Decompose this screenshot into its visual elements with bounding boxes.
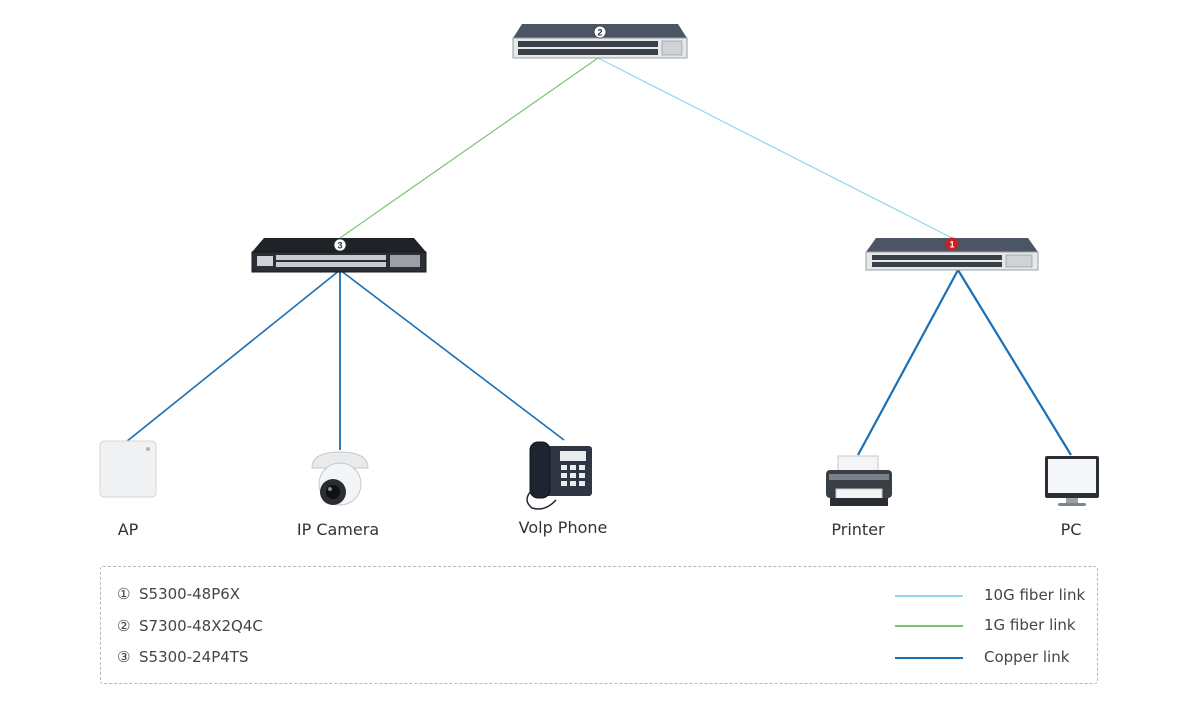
badge-3: 3: [333, 238, 347, 252]
legend-model-name: S5300-48P6X: [139, 585, 241, 603]
link-copper-pc: [957, 269, 1072, 456]
svg-text:2: 2: [597, 28, 602, 38]
switch-s7300: 2: [512, 24, 688, 59]
legend-link-1g: 1G fiber link: [895, 616, 1095, 636]
device-label-voip-phone: Volp Phone: [518, 518, 608, 537]
legend-swatch-copper: [895, 657, 963, 659]
dome-camera-icon: [311, 451, 369, 506]
link-10g-fiber: [597, 57, 953, 239]
legend-link-label: 10G fiber link: [984, 586, 1086, 604]
legend-model-number: ③: [117, 648, 131, 666]
device-label-printer: Printer: [831, 520, 885, 539]
link-copper-phone: [339, 269, 565, 441]
legend-model-number: ①: [117, 585, 131, 603]
legend-link-10g: 10G fiber link: [895, 586, 1095, 606]
monitor-icon: [1045, 456, 1099, 506]
legend-swatch-10g: [895, 595, 963, 597]
voip-phone-icon: [526, 441, 592, 510]
badge-2: 2: [593, 25, 607, 39]
link-1g-fiber: [339, 57, 599, 239]
legend-swatch-1g: [895, 625, 963, 627]
legend-model-number: ②: [117, 617, 131, 635]
link-copper-printer: [857, 269, 959, 456]
legend-model-2: ② S7300-48X2Q4C: [117, 617, 263, 635]
switch-s5300-48p6x: 1: [865, 237, 1039, 271]
legend-model-1: ① S5300-48P6X: [117, 585, 240, 603]
badge-1: 1: [945, 237, 959, 251]
legend-model-name: S5300-24P4TS: [139, 648, 249, 666]
legend-link-label: 1G fiber link: [984, 616, 1076, 634]
legend-link-copper: Copper link: [895, 648, 1095, 668]
svg-text:1: 1: [949, 240, 954, 250]
device-label-pc: PC: [1060, 520, 1082, 539]
device-label-ap: AP: [117, 520, 139, 539]
legend-model-3: ③ S5300-24P4TS: [117, 648, 248, 666]
switch-s5300-24p4ts: 3: [251, 238, 427, 273]
device-label-ip-camera: IP Camera: [296, 520, 380, 539]
legend-model-name: S7300-48X2Q4C: [139, 617, 263, 635]
legend-link-label: Copper link: [984, 648, 1070, 666]
link-copper-ap: [125, 269, 341, 443]
svg-text:3: 3: [337, 241, 342, 251]
access-point-icon: [99, 440, 157, 498]
legend: ① S5300-48P6X ② S7300-48X2Q4C ③ S5300-24P4T…: [100, 566, 1098, 684]
printer-icon: [826, 455, 892, 506]
